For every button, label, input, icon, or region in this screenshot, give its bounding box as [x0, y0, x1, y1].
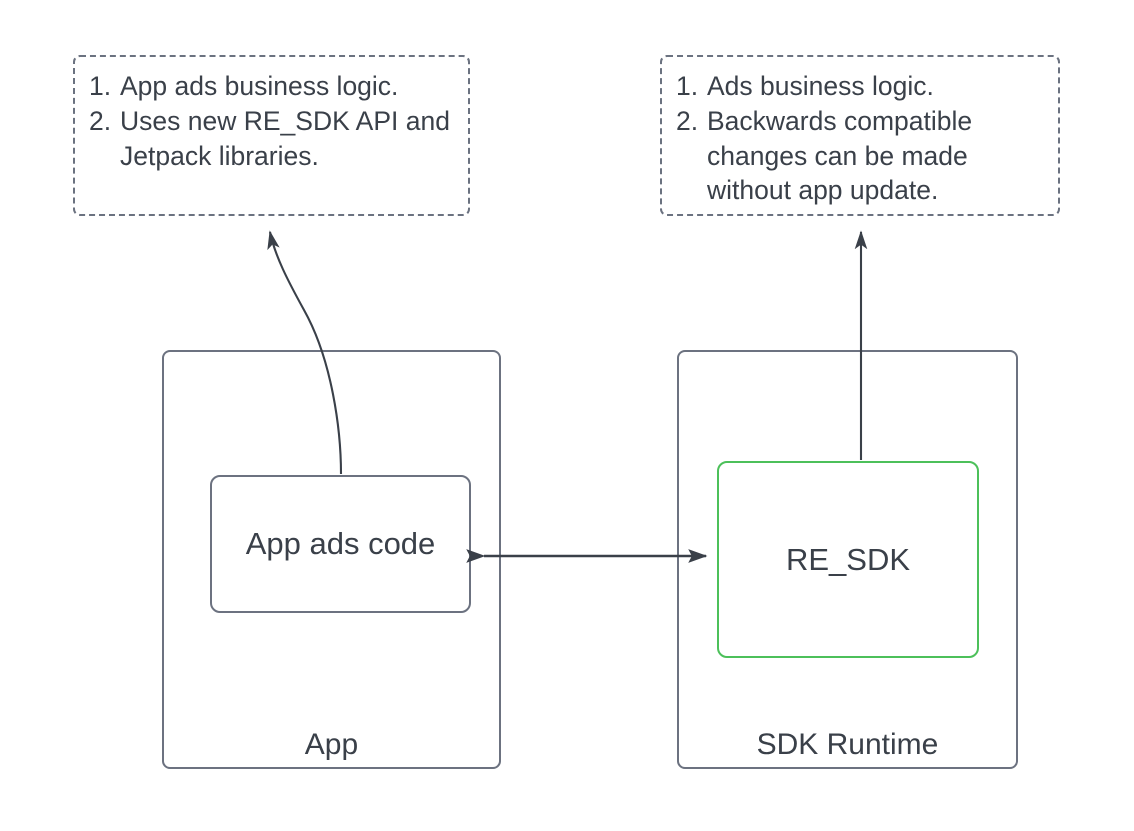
- container-app-label: App: [304, 728, 359, 761]
- list-item: 2. Backwards compatible changes can be m…: [676, 104, 1044, 207]
- node-app-ads-code-label: App ads code: [245, 526, 436, 561]
- container-sdk-runtime-label: SDK Runtime: [756, 728, 939, 761]
- list-item-number: 2.: [676, 106, 699, 137]
- list-item-text: Uses new RE_SDK API and Jetpack librarie…: [120, 106, 450, 171]
- list-item-text: Ads business logic.: [707, 71, 934, 101]
- list-item: 1. Ads business logic.: [676, 69, 1044, 103]
- list-item: 1. App ads business logic.: [89, 69, 454, 103]
- node-re-sdk: RE_SDK: [717, 461, 979, 658]
- node-re-sdk-label: RE_SDK: [785, 541, 911, 577]
- list-item-text: Backwards compatible changes can be made…: [707, 106, 973, 206]
- callout-sdk-notes-list: 1. Ads business logic. 2. Backwards comp…: [676, 69, 1044, 208]
- list-item-number: 1.: [89, 71, 112, 101]
- list-item: 2. Uses new RE_SDK API and Jetpack libra…: [89, 104, 454, 173]
- list-item-text: App ads business logic.: [120, 71, 399, 101]
- node-app-ads-code: App ads code: [210, 475, 471, 613]
- callout-app-notes-list: 1. App ads business logic. 2. Uses new R…: [89, 69, 454, 173]
- callout-app-notes: 1. App ads business logic. 2. Uses new R…: [73, 55, 470, 216]
- callout-sdk-notes: 1. Ads business logic. 2. Backwards comp…: [660, 55, 1060, 216]
- list-item-number: 2.: [89, 106, 112, 137]
- list-item-number: 1.: [676, 71, 699, 101]
